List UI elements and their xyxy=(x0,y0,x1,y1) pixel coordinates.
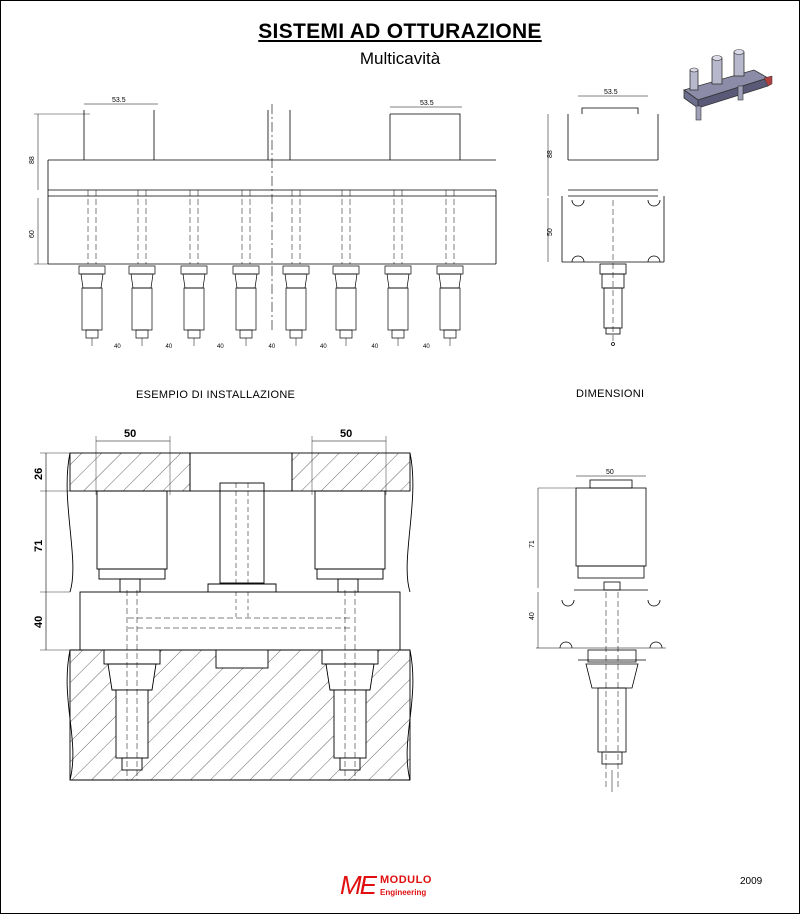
pitch-label: 40 xyxy=(114,344,121,350)
top-dim-left-width: 53.5 xyxy=(112,97,126,104)
logo-subtitle: Engineering xyxy=(380,888,427,897)
logo-mark: ME xyxy=(340,870,377,900)
dims-dim-71: 71 xyxy=(529,540,536,548)
install-dim-26: 26 xyxy=(33,468,45,480)
install-dim-right-width: 50 xyxy=(340,428,352,440)
dims-dim-width: 50 xyxy=(606,469,614,476)
logo-name: MODULO xyxy=(380,874,432,886)
install-dim-71: 71 xyxy=(33,540,45,552)
top-dim-height-upper: 88 xyxy=(29,156,36,164)
pitch-label: 40 xyxy=(269,344,276,350)
pitch-label: 40 xyxy=(166,344,173,350)
pitch-label: 40 xyxy=(423,344,430,350)
side-dim-height-lower: 50 xyxy=(547,228,554,236)
dims-dim-40: 40 xyxy=(529,612,536,620)
pitch-label: 40 xyxy=(372,344,379,350)
caption-dimensions: DIMENSIONI xyxy=(576,388,645,400)
install-dim-40: 40 xyxy=(33,616,45,628)
page-subtitle: Multicavità xyxy=(359,49,441,68)
top-dim-right-width: 53.5 xyxy=(420,100,434,107)
install-dim-left-width: 50 xyxy=(124,428,136,440)
side-dim-height-upper: 88 xyxy=(547,150,554,158)
page-title: SISTEMI AD OTTURAZIONE xyxy=(258,20,542,43)
pitch-label: 40 xyxy=(217,344,224,350)
year-label: 2009 xyxy=(740,876,763,887)
modulo-engineering-logo: ME MODULO Engineering xyxy=(340,870,450,902)
top-dim-height-lower: 60 xyxy=(29,230,36,238)
side-dim-width: 53.5 xyxy=(604,89,618,96)
caption-installation: ESEMPIO DI INSTALLAZIONE xyxy=(136,389,296,401)
pitch-label: 40 xyxy=(320,344,327,350)
